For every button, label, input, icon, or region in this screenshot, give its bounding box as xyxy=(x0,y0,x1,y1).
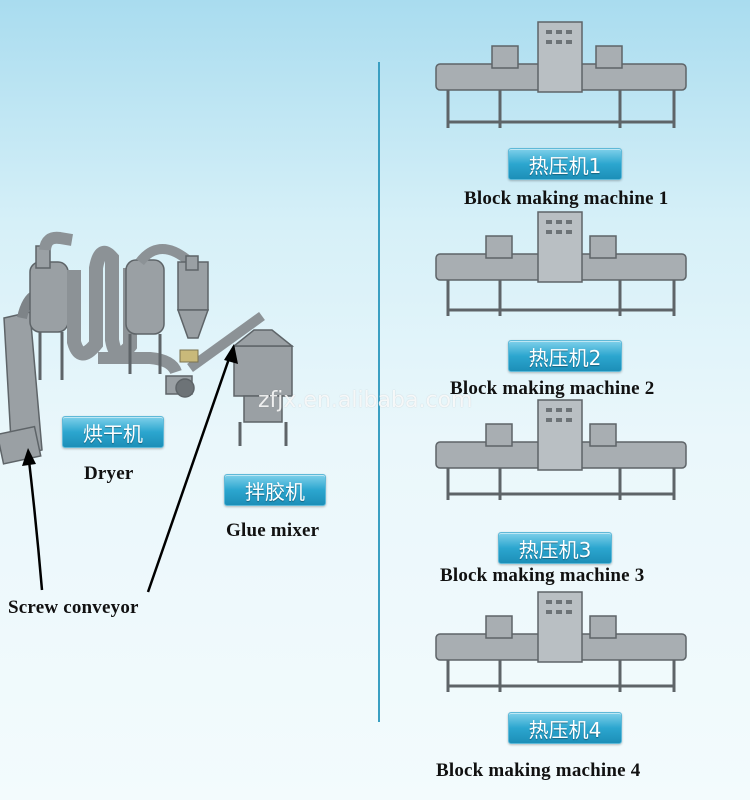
glue-mixer-tag: 拌胶机 xyxy=(224,474,326,506)
machine-illustration-4 xyxy=(435,591,687,692)
machine-4-label: Block making machine 4 xyxy=(436,760,641,781)
machine-illustration-1 xyxy=(435,21,687,128)
machine-3-label: Block making machine 3 xyxy=(440,565,645,586)
dryer-tag: 烘干机 xyxy=(62,416,164,448)
section-divider xyxy=(378,62,380,722)
dryer-label: Dryer xyxy=(84,463,134,484)
glue-mixer-label: Glue mixer xyxy=(226,520,320,541)
machine-1-tag: 热压机1 xyxy=(508,148,622,180)
watermark: zfjx.en.alibaba.com xyxy=(258,388,473,413)
machine-4-tag: 热压机4 xyxy=(508,712,622,744)
machine-1-label: Block making machine 1 xyxy=(464,188,669,209)
machine-2-label: Block making machine 2 xyxy=(450,378,655,399)
machine-illustration-2 xyxy=(435,211,687,316)
screw-conveyor-label: Screw conveyor xyxy=(8,597,139,618)
machine-illustration-3 xyxy=(435,399,687,500)
machine-2-tag: 热压机2 xyxy=(508,340,622,372)
machine-3-tag: 热压机3 xyxy=(498,532,612,564)
